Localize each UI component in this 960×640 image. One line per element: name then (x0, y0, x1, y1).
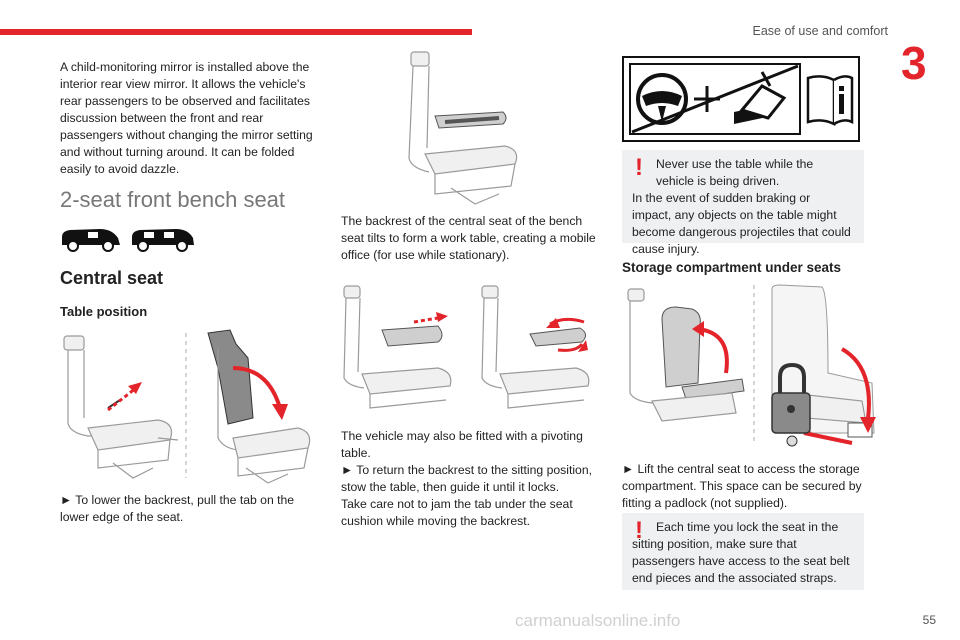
pivot-seat-1 (343, 285, 452, 409)
pivot-table-illustration (343, 285, 590, 409)
storage-seat-1 (627, 288, 745, 422)
warning-exclamation-icon: ! (635, 517, 643, 544)
warning-box-2: ! Each time you lock the seat in the sit… (622, 513, 864, 590)
pivot-seat-2 (481, 285, 590, 409)
pull-arrow (107, 382, 142, 412)
care-paragraph: Take care not to jam the tab under the s… (341, 497, 573, 528)
vehicle-icons (62, 229, 194, 252)
warning-exclamation-icon: ! (635, 154, 643, 181)
chapter-number: 3 (901, 37, 927, 89)
fold-arrow (232, 366, 282, 409)
table-position-title: Table position (60, 304, 148, 319)
work-table-illustration (408, 51, 518, 205)
lower-backrest-text: ► To lower the backrest, pull the tab on… (60, 493, 295, 524)
van-short-icon (62, 229, 120, 252)
safety-pictogram (622, 56, 860, 142)
slide-arrow (413, 312, 448, 324)
warning1-text2: In the event of sudden braking or impact… (632, 191, 851, 256)
padlock-icon (771, 362, 811, 447)
watermark: carmanualsonline.info (515, 611, 681, 630)
section-title: 2-seat front bench seat (60, 187, 286, 212)
header-accent-bar (0, 29, 472, 35)
mirror-paragraph: A child-monitoring mirror is installed a… (60, 60, 313, 176)
manual-info-icon (806, 75, 854, 127)
storage-illustration (627, 284, 876, 447)
van-long-icon (132, 229, 194, 252)
pivot-paragraph: The vehicle may also be fitted with a pi… (341, 429, 583, 460)
warning-box-1: ! Never use the table while the vehicle … (622, 150, 864, 256)
page-number: 55 (922, 613, 936, 627)
seat-drawing-2 (207, 329, 311, 484)
warning1-text: Never use the table while the vehicle is… (656, 157, 814, 188)
lower-backrest-illustration (63, 329, 311, 484)
return-paragraph: ► To return the backrest to the sitting … (341, 463, 592, 494)
lift-paragraph: ► Lift the central seat to access the st… (622, 462, 862, 510)
warning2-text: Each time you lock the seat in the sitti… (632, 520, 850, 585)
header-title: Ease of use and comfort (752, 24, 889, 38)
storage-title: Storage compartment under seats (622, 260, 842, 275)
seat-drawing-1 (63, 335, 179, 479)
backrest-paragraph: The backrest of the central seat of the … (341, 214, 596, 262)
subsection-title: Central seat (60, 268, 164, 288)
no-driving-steering-wheel-icon (631, 64, 799, 134)
